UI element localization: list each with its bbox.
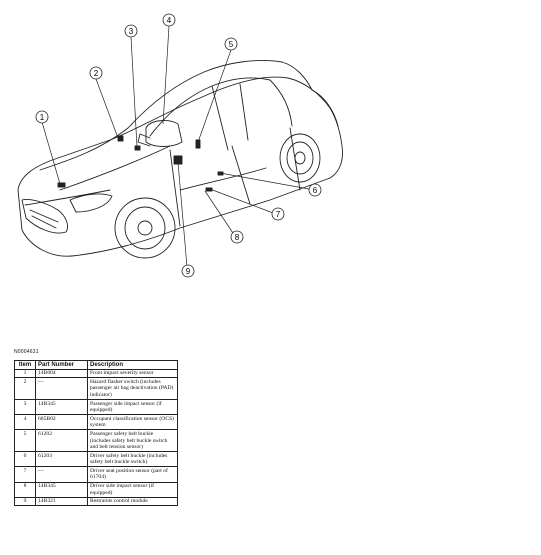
cell-part-number: 14B345 — [35, 481, 88, 498]
table-row: 7 — Driver seat position sensor (part of… — [14, 466, 178, 483]
cell-description: Hazard flasher switch (includes passenge… — [87, 377, 178, 401]
cell-item: 1 — [14, 368, 36, 379]
cell-description: Driver side impact sensor (if equipped) — [87, 481, 178, 498]
svg-text:9: 9 — [186, 267, 191, 276]
table-row: 6 61203 Driver safety belt buckle (inclu… — [14, 451, 178, 468]
callout-9: 9 — [181, 264, 195, 278]
cell-item: 7 — [14, 466, 36, 483]
cell-item: 9 — [14, 496, 36, 507]
cell-part-number: 605B02 — [35, 414, 88, 431]
callout-5: 5 — [224, 37, 238, 51]
callout-4: 4 — [162, 13, 176, 27]
callout-8: 8 — [230, 230, 244, 244]
vehicle-component-locator-diagram: 1 2 3 4 5 6 7 8 — [17, 13, 343, 278]
svg-text:5: 5 — [229, 40, 234, 49]
callout-markers: 1 2 3 4 5 6 7 8 — [35, 13, 322, 278]
table-row: 1 14B004 Front impact severity sensor — [14, 368, 178, 379]
cell-description: Front impact severity sensor — [87, 368, 178, 379]
svg-text:2: 2 — [94, 69, 99, 78]
cell-item: 4 — [14, 414, 36, 431]
table-row: 4 605B02 Occupant classification sensor … — [14, 414, 178, 431]
callout-1: 1 — [35, 110, 49, 124]
table-row: 5 61202 Passenger safety belt buckle (in… — [14, 429, 178, 453]
cell-part-number: — — [35, 466, 88, 483]
header-item: Item — [14, 360, 36, 370]
table-header-row: Item Part Number Description — [14, 360, 178, 370]
header-description: Description — [87, 360, 178, 370]
svg-text:1: 1 — [40, 113, 45, 122]
cell-part-number: 61202 — [35, 429, 88, 453]
cell-description: Driver seat position sensor (part of 617… — [87, 466, 178, 483]
header-part-number: Part Number — [35, 360, 88, 370]
parts-table: Item Part Number Description 1 14B004 Fr… — [14, 360, 178, 507]
svg-text:7: 7 — [276, 210, 281, 219]
table-row: 9 14B321 Restraints control module — [14, 496, 178, 507]
cell-description: Restraints control module — [87, 496, 178, 507]
callout-leader-lines — [41, 25, 310, 268]
diagram-reference-code: N0004631 — [14, 349, 39, 355]
cell-description: Driver safety belt buckle (includes safe… — [87, 451, 178, 468]
cell-description: Occupant classification sensor (OCS) sys… — [87, 414, 178, 431]
callout-2: 2 — [89, 66, 103, 80]
cell-item: 2 — [14, 377, 36, 401]
svg-text:6: 6 — [313, 186, 318, 195]
callout-6: 6 — [308, 183, 322, 197]
cell-part-number: 14B321 — [35, 496, 88, 507]
cell-item: 3 — [14, 399, 36, 416]
table-row: 2 — Hazard flasher switch (includes pass… — [14, 377, 178, 401]
cell-part-number: — — [35, 377, 88, 401]
cell-part-number: 61203 — [35, 451, 88, 468]
cell-description: Passenger side impact sensor (if equippe… — [87, 399, 178, 416]
callout-3: 3 — [124, 24, 138, 38]
cell-item: 5 — [14, 429, 36, 453]
cell-item: 8 — [14, 481, 36, 498]
svg-text:4: 4 — [167, 16, 172, 25]
table-row: 8 14B345 Driver side impact sensor (if e… — [14, 481, 178, 498]
table-row: 3 14B345 Passenger side impact sensor (i… — [14, 399, 178, 416]
svg-text:8: 8 — [235, 233, 240, 242]
cell-item: 6 — [14, 451, 36, 468]
cell-description: Passenger safety belt buckle (includes s… — [87, 429, 178, 453]
cell-part-number: 14B004 — [35, 368, 88, 379]
callout-7: 7 — [271, 207, 285, 221]
cell-part-number: 14B345 — [35, 399, 88, 416]
svg-text:3: 3 — [129, 27, 134, 36]
car-illustration — [17, 60, 343, 259]
